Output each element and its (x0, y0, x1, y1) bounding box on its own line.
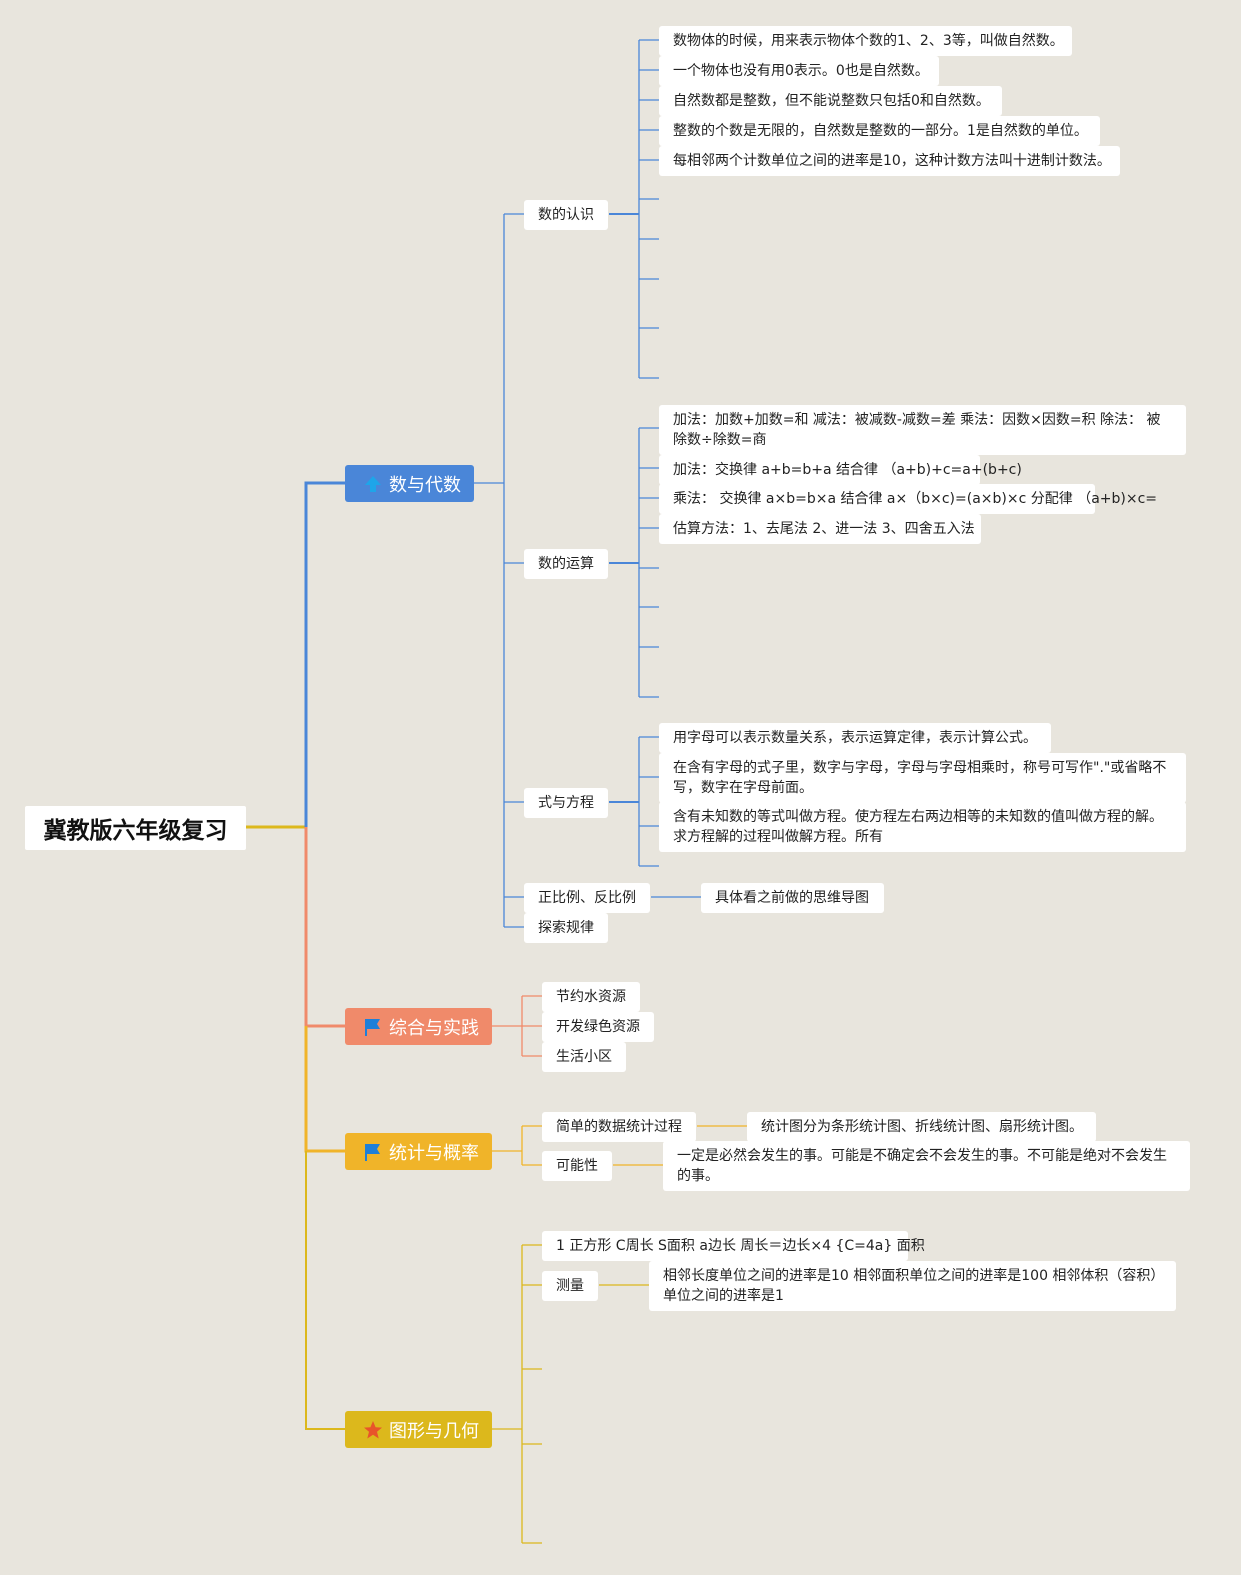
topic-jie-yue-shui-zi-yuan[interactable]: 节约水资源 (542, 982, 640, 1012)
branch-2-connectors (492, 995, 542, 1057)
root-connectors (246, 481, 345, 1430)
branch-label: 图形与几何 (389, 1420, 479, 1442)
leaf-unit-conversion-rates[interactable]: 相邻长度单位之间的进率是10 相邻面积单位之间的进率是100 相邻体积（容积）单… (649, 1261, 1176, 1311)
star-icon (363, 1420, 383, 1440)
branch-zong-he-yu-shi-jian[interactable]: 综合与实践 (345, 1008, 492, 1045)
leaf-multiplication-sign[interactable]: 在含有字母的式子里，数字与字母，字母与字母相乘时，称号可写作"."或省略不写，数… (659, 753, 1186, 803)
flag-icon (363, 1017, 383, 1037)
leaf-integer-count-infinite[interactable]: 整数的个数是无限的，自然数是整数的一部分。1是自然数的单位。 (659, 116, 1100, 146)
topic-measurement[interactable]: 测量 (542, 1271, 598, 1301)
topic-zheng-bi-li-fan-bi-li[interactable]: 正比例、反比例 (524, 883, 650, 913)
topic-data-statistics-process[interactable]: 简单的数据统计过程 (542, 1112, 696, 1142)
topic-square-formula[interactable]: 1 正方形 C周长 S面积 a边长 周长＝边长×4 {C=4a} 面积 (542, 1231, 925, 1261)
topic-kai-fa-lv-se-zi-yuan[interactable]: 开发绿色资源 (542, 1012, 654, 1042)
flag-icon (363, 1142, 383, 1162)
branch-tu-xing-yu-ji-he[interactable]: 图形与几何 (345, 1411, 492, 1448)
connector-to-tu-xing-yu-ji-he (305, 1151, 345, 1430)
branch-label: 统计与概率 (389, 1142, 479, 1164)
connector-to-shu-yu-dai-shu (304, 481, 345, 827)
topic-shi-yu-fang-cheng[interactable]: 式与方程 (524, 788, 608, 818)
branch-tong-ji-yu-gai-lv[interactable]: 统计与概率 (345, 1133, 492, 1170)
branch-label: 综合与实践 (389, 1017, 479, 1039)
leaf-chart-types[interactable]: 统计图分为条形统计图、折线统计图、扇形统计图。 (747, 1112, 1096, 1142)
leaf-multiplication-laws[interactable]: 乘法： 交换律 a×b=b×a 结合律 a×（b×c)=(a×b)×c 分配律 … (659, 484, 1157, 514)
connector-to-zong-he-yu-shi-jian (304, 827, 345, 1028)
leaf-equation-definition[interactable]: 含有未知数的等式叫做方程。使方程左右两边相等的未知数的值叫做方程的解。求方程解的… (659, 802, 1186, 852)
leaf-letters-represent[interactable]: 用字母可以表示数量关系，表示运算定律，表示计算公式。 (659, 723, 1051, 753)
topic-shu-de-ren-shi[interactable]: 数的认识 (524, 200, 608, 230)
topic-tan-suo-gui-lv[interactable]: 探索规律 (524, 913, 608, 943)
branch-3-connectors (492, 1125, 747, 1166)
branch-shu-yu-dai-shu[interactable]: 数与代数 (345, 465, 474, 502)
leaf-possibility-definition[interactable]: 一定是必然会发生的事。可能是不确定会不会发生的事。不可能是绝对不会发生的事。 (663, 1141, 1190, 1191)
branch-1-connectors (474, 39, 701, 928)
root-topic[interactable]: 冀教版六年级复习 (25, 806, 246, 850)
connector-to-tong-ji-yu-gai-lv (304, 1026, 345, 1153)
leaf-estimation-methods[interactable]: 估算方法：1、去尾法 2、进一法 3、四舍五入法 (659, 514, 981, 544)
leaf-see-previous-mindmap[interactable]: 具体看之前做的思维导图 (701, 883, 884, 913)
leaf-decimal-system[interactable]: 每相邻两个计数单位之间的进率是10，这种计数方法叫十进制计数法。 (659, 146, 1120, 176)
leaf-four-operations[interactable]: 加法：加数+加数=和 减法：被减数-减数=差 乘法：因数×因数=积 除法： 被除… (659, 405, 1186, 455)
topic-sheng-huo-xiao-qu[interactable]: 生活小区 (542, 1042, 626, 1072)
leaf-integers-include[interactable]: 自然数都是整数，但不能说整数只包括0和自然数。 (659, 86, 1002, 116)
leaf-zero-natural-number[interactable]: 一个物体也没有用0表示。0也是自然数。 (659, 56, 939, 86)
topic-possibility[interactable]: 可能性 (542, 1151, 612, 1181)
branch-label: 数与代数 (389, 474, 461, 496)
up-arrow-icon (363, 474, 383, 494)
topic-shu-de-yun-suan[interactable]: 数的运算 (524, 549, 608, 579)
branch-4-connectors (492, 1244, 649, 1544)
leaf-natural-number-definition[interactable]: 数物体的时候，用来表示物体个数的1、2、3等，叫做自然数。 (659, 26, 1072, 56)
leaf-addition-laws[interactable]: 加法：交换律 a+b=b+a 结合律 （a+b)+c=a+(b+c) (659, 455, 1022, 485)
